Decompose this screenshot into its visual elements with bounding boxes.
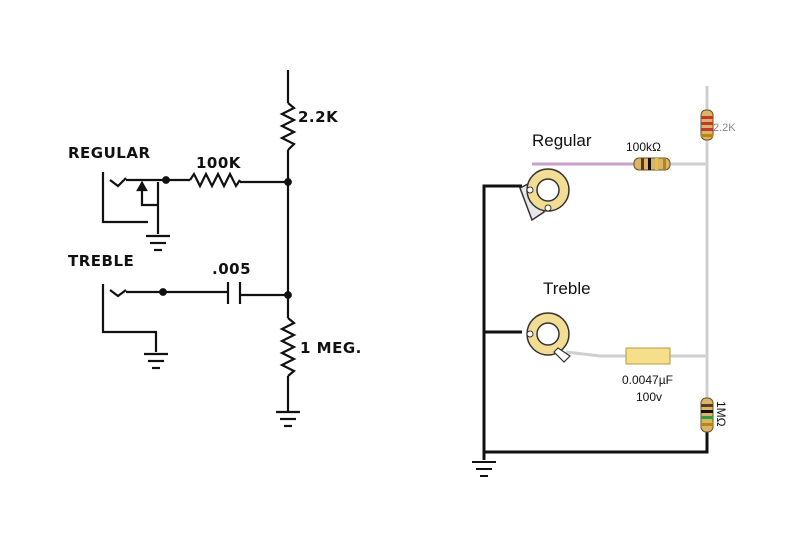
wire-treble-to-cap — [565, 350, 626, 358]
treble-jack — [526, 312, 571, 363]
ground-wire-bottom — [484, 432, 709, 454]
ground-wire-main — [482, 184, 522, 460]
junction-dot — [159, 288, 167, 296]
resistor-1meg-label: 1 MEG. — [300, 339, 362, 357]
capacitor-voltage-label: 100v — [636, 390, 662, 404]
schematic — [101, 70, 300, 428]
ground-symbol-layout — [472, 461, 496, 477]
resistor-2-2k — [700, 109, 714, 141]
regular-jack — [519, 168, 570, 222]
regular-label: REGULAR — [68, 144, 151, 162]
ground-symbol-treble — [144, 352, 168, 370]
wiring-layout — [472, 86, 714, 477]
capacitor-label: .005 — [212, 260, 251, 278]
treble-label: TREBLE — [68, 252, 134, 270]
treble-jack-symbol — [101, 284, 228, 352]
regular-jack-label: Regular — [532, 131, 592, 150]
ground-symbol-regular — [146, 234, 170, 252]
resistor-100k-symbol — [189, 171, 241, 189]
capacitor-005-symbol — [226, 282, 242, 304]
resistor-1m — [700, 397, 714, 433]
treble-jack-label: Treble — [543, 279, 591, 298]
resistor-1meg-symbol — [279, 317, 297, 377]
capacitor-value-label: 0.0047µF — [622, 373, 673, 387]
ground-symbol-right — [276, 410, 300, 428]
resistor-100k-label: 100K — [196, 154, 242, 172]
resistor-100k — [633, 157, 671, 171]
resistor-1m-label: 1MΩ — [714, 401, 728, 427]
regular-jack-symbol — [101, 172, 166, 234]
resistor-2-2k-symbol — [279, 102, 297, 151]
capacitor — [625, 347, 671, 365]
resistor-2-2k-label: 2.2K — [713, 122, 736, 134]
resistor-100k-label: 100kΩ — [626, 140, 661, 154]
resistor-2-2k-label: 2.2K — [298, 108, 339, 126]
